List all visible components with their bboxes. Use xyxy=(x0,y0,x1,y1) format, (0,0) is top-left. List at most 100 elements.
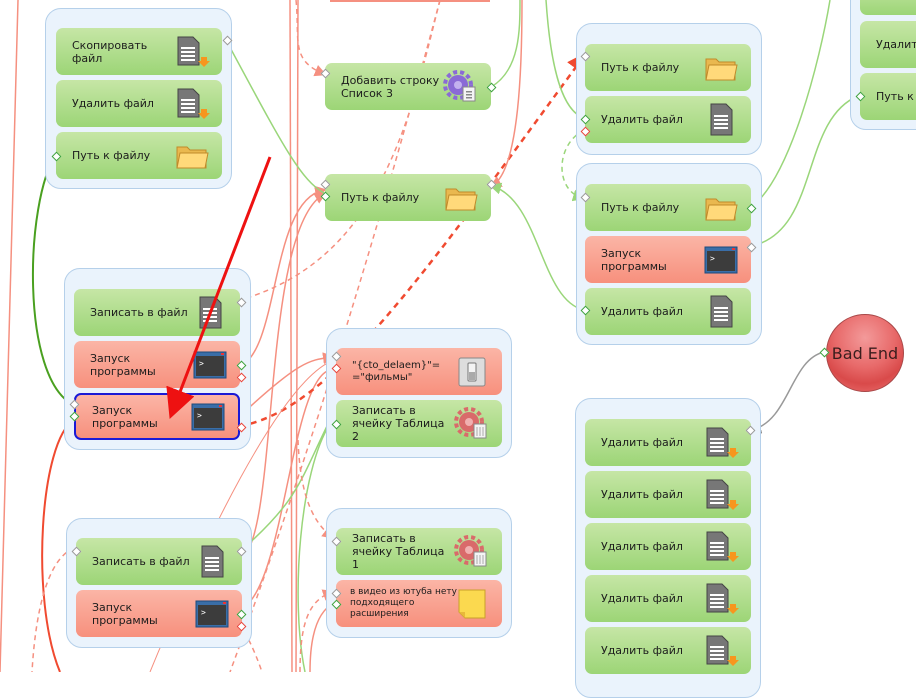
table-gear-icon xyxy=(454,534,490,569)
folder-icon xyxy=(443,181,479,215)
block-label: "{cto_delaem}"=="фильмы" xyxy=(352,359,441,383)
delete-file-block[interactable]: Удалить файл xyxy=(585,575,751,622)
connection-line xyxy=(237,0,441,304)
file-download-icon xyxy=(703,634,739,668)
folder-icon xyxy=(703,191,739,225)
terminal-icon: > xyxy=(703,243,739,277)
block-label: в видео из ютуба нету подходящего расшир… xyxy=(350,587,458,619)
file-icon xyxy=(703,103,739,137)
connection-line xyxy=(295,0,327,77)
svg-text:>: > xyxy=(710,254,715,263)
condition-block[interactable]: "{cto_delaem}"=="фильмы" xyxy=(336,348,502,395)
file-path-block[interactable]: Путь к файлу xyxy=(585,44,751,91)
add-row-list3-block[interactable]: Добавить строку Список 3 xyxy=(325,63,491,110)
block-group: Путь к файлу Запуск программы > Удалить … xyxy=(576,163,762,345)
list-gear-icon xyxy=(443,69,479,104)
connection-line xyxy=(489,0,523,188)
bad-end-label: Bad End xyxy=(831,343,899,363)
block-label: Записать в файл xyxy=(90,306,188,319)
file-download-icon xyxy=(174,35,210,69)
delete-file-block[interactable]: Удалить файл xyxy=(585,627,751,674)
copy-file-block[interactable]: Скопировать файл xyxy=(56,28,222,75)
delete-file-block[interactable]: Удалить файл xyxy=(585,419,751,466)
file-download-icon xyxy=(703,530,739,564)
delete-file-block[interactable]: Удалить файл xyxy=(585,288,751,335)
write-file-block[interactable]: Записать в файл xyxy=(76,538,242,585)
terminal-icon: > xyxy=(190,400,226,434)
file-path-block[interactable]: Путь к ф xyxy=(860,73,916,120)
block-label: Удалить файл xyxy=(601,305,683,318)
run-program-block[interactable]: Запуск программы > xyxy=(585,236,751,283)
connection-line xyxy=(561,129,585,202)
svg-text:>: > xyxy=(197,411,202,420)
file-icon xyxy=(194,545,230,579)
block-group: Путь к файлу Удалить файл xyxy=(576,23,762,155)
delete-file-block[interactable]: Удалить файл xyxy=(56,80,222,127)
file-path-block[interactable]: Путь к файлу xyxy=(56,132,222,179)
connection-line xyxy=(0,0,19,672)
block-label: Добавить строку Список 3 xyxy=(341,73,440,100)
connection-line xyxy=(239,369,331,611)
block-label: Путь к файлу xyxy=(72,149,151,162)
block-label: Удалить файл xyxy=(72,97,154,110)
sticky-note-icon xyxy=(454,587,490,621)
connection-line xyxy=(749,351,825,434)
connection-line xyxy=(749,95,859,250)
delete-file-block[interactable]: Удалить файл xyxy=(585,471,751,518)
block-label: Скопировать файл xyxy=(72,38,148,65)
block-group: Удалить файл Удалить файл Удалить файл У… xyxy=(575,398,761,698)
block-label: Запуск программы xyxy=(92,600,158,627)
connection-line xyxy=(297,423,331,672)
connection-line xyxy=(225,39,325,194)
block-label: Путь к ф xyxy=(876,90,916,103)
block-label: Записать в ячейку Таблица 1 xyxy=(352,532,445,571)
write-file-block[interactable]: Записать в файл xyxy=(74,289,240,336)
block-label: Записать в ячейку Таблица 2 xyxy=(352,404,445,443)
file-download-icon xyxy=(703,426,739,460)
block[interactable] xyxy=(860,0,916,15)
connection-line xyxy=(489,182,585,311)
connection-line xyxy=(289,0,293,672)
file-download-icon xyxy=(703,582,739,616)
block-label: Путь к файлу xyxy=(341,191,420,204)
folder-icon xyxy=(703,51,739,85)
terminal-icon: > xyxy=(192,348,228,382)
bad-end-node[interactable]: Bad End xyxy=(826,314,904,392)
block-group: "{cto_delaem}"=="фильмы" Записать в ячей… xyxy=(326,328,512,458)
file-icon xyxy=(703,295,739,329)
block-label: Удалить файл xyxy=(601,644,683,657)
block-label: Удалить файл xyxy=(601,540,683,553)
connection-line xyxy=(235,419,331,556)
switch-icon xyxy=(454,355,490,389)
block-group: Записать в файл Запуск программы > xyxy=(66,518,252,648)
file-path-block[interactable]: Путь к файлу xyxy=(585,184,751,231)
block-group: Скопировать файл Удалить файл Путь к фай… xyxy=(45,8,233,189)
connection-line xyxy=(295,0,299,672)
block-group: Удалить Путь к ф xyxy=(850,0,916,130)
block-label xyxy=(876,0,916,15)
file-path-block[interactable]: Путь к файлу xyxy=(325,174,491,221)
run-program-block[interactable]: Запуск программы > xyxy=(76,590,242,637)
run-program-block-selected[interactable]: Запуск программы > xyxy=(74,393,240,440)
run-program-block[interactable]: Запуск программы > xyxy=(74,341,240,388)
output-port[interactable] xyxy=(222,35,233,46)
block-label: Удалить файл xyxy=(601,113,683,126)
block-label: Запуск программы xyxy=(92,403,158,430)
delete-file-block[interactable]: Удалить xyxy=(860,21,916,68)
connection-line xyxy=(239,192,327,561)
terminal-icon: > xyxy=(194,597,230,631)
note-block[interactable]: в видео из ютуба нету подходящего расшир… xyxy=(336,580,502,627)
file-download-icon xyxy=(703,478,739,512)
svg-text:>: > xyxy=(199,359,204,368)
write-cell-table2-block[interactable]: Записать в ячейку Таблица 2 xyxy=(336,400,502,447)
delete-file-block[interactable]: Удалить файл xyxy=(585,96,751,143)
block-label: Удалить xyxy=(876,38,916,51)
block-label: Удалить файл xyxy=(601,488,683,501)
block-group: Записать в ячейку Таблица 1 в видео из ю… xyxy=(326,508,512,638)
block-label: Удалить файл xyxy=(601,436,683,449)
block-label: Запуск программы xyxy=(601,246,667,273)
block-label: Удалить файл xyxy=(601,592,683,605)
delete-file-block[interactable]: Удалить файл xyxy=(585,523,751,570)
file-icon xyxy=(192,296,228,330)
write-cell-table1-block[interactable]: Записать в ячейку Таблица 1 xyxy=(336,528,502,575)
